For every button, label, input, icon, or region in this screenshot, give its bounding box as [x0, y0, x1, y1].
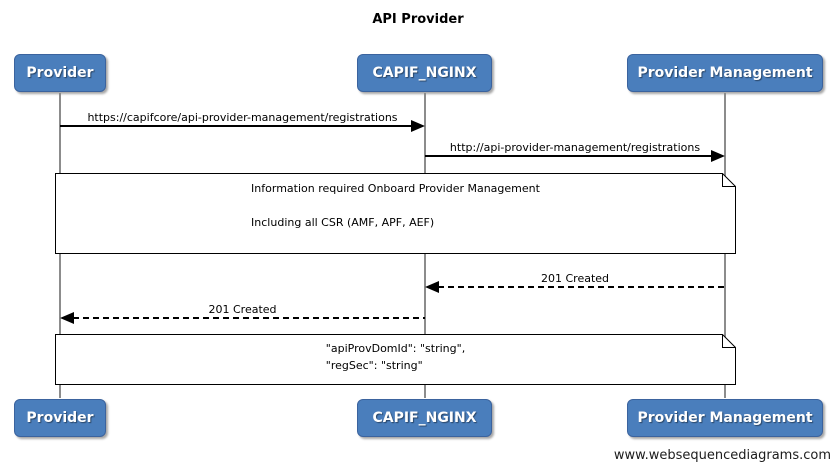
actor-bottom-capif-nginx: CAPIF_NGINX	[357, 399, 492, 437]
actor-top-provider-management: Provider Management	[627, 54, 823, 92]
actor-label: Provider Management	[637, 410, 813, 426]
watermark-text: www.websequencediagrams.com	[613, 448, 831, 463]
actor-top-capif-nginx: CAPIF_NGINX	[357, 54, 492, 92]
note-response-body: "apiProvDomId": "string", "regSec": "str…	[55, 334, 736, 385]
actor-bottom-provider: Provider	[14, 399, 106, 437]
actor-label: Provider Management	[637, 65, 813, 81]
message-label: 201 Created	[540, 272, 610, 285]
actor-label: Provider	[26, 410, 94, 426]
diagram-title: API Provider	[372, 12, 464, 27]
arrowhead-right-icon	[711, 150, 725, 162]
message-label: 201 Created	[208, 303, 277, 316]
note-dogear-icon	[722, 334, 736, 348]
note-dogear-icon	[722, 173, 736, 187]
note-shape	[55, 173, 736, 254]
note-text-line: Including all CSR (AMF, APF, AEF)	[251, 216, 435, 229]
arrowhead-left-icon	[425, 281, 439, 293]
actor-label: Provider	[26, 65, 94, 81]
message-label: https://capifcore/api-provider-managemen…	[87, 111, 398, 124]
actor-bottom-provider-management: Provider Management	[627, 399, 823, 437]
message-line	[425, 155, 712, 157]
actor-label: CAPIF_NGINX	[372, 410, 477, 426]
arrowhead-left-icon	[60, 312, 74, 324]
note-text-line: "regSec": "string"	[325, 359, 423, 372]
message-label: http://api-provider-management/registrat…	[449, 141, 701, 154]
actor-top-provider: Provider	[14, 54, 106, 92]
note-text-line	[251, 197, 540, 214]
arrowhead-right-icon	[411, 120, 425, 132]
actor-label: CAPIF_NGINX	[372, 65, 477, 81]
note-text-line: Information required Onboard Provider Ma…	[251, 182, 540, 195]
message-line	[73, 317, 425, 319]
note-onboard-info: Information required Onboard Provider Ma…	[55, 173, 736, 254]
note-text-line: "apiProvDomId": "string",	[325, 342, 466, 355]
message-line	[438, 286, 725, 288]
message-line	[60, 125, 412, 127]
note-shape	[55, 334, 736, 385]
